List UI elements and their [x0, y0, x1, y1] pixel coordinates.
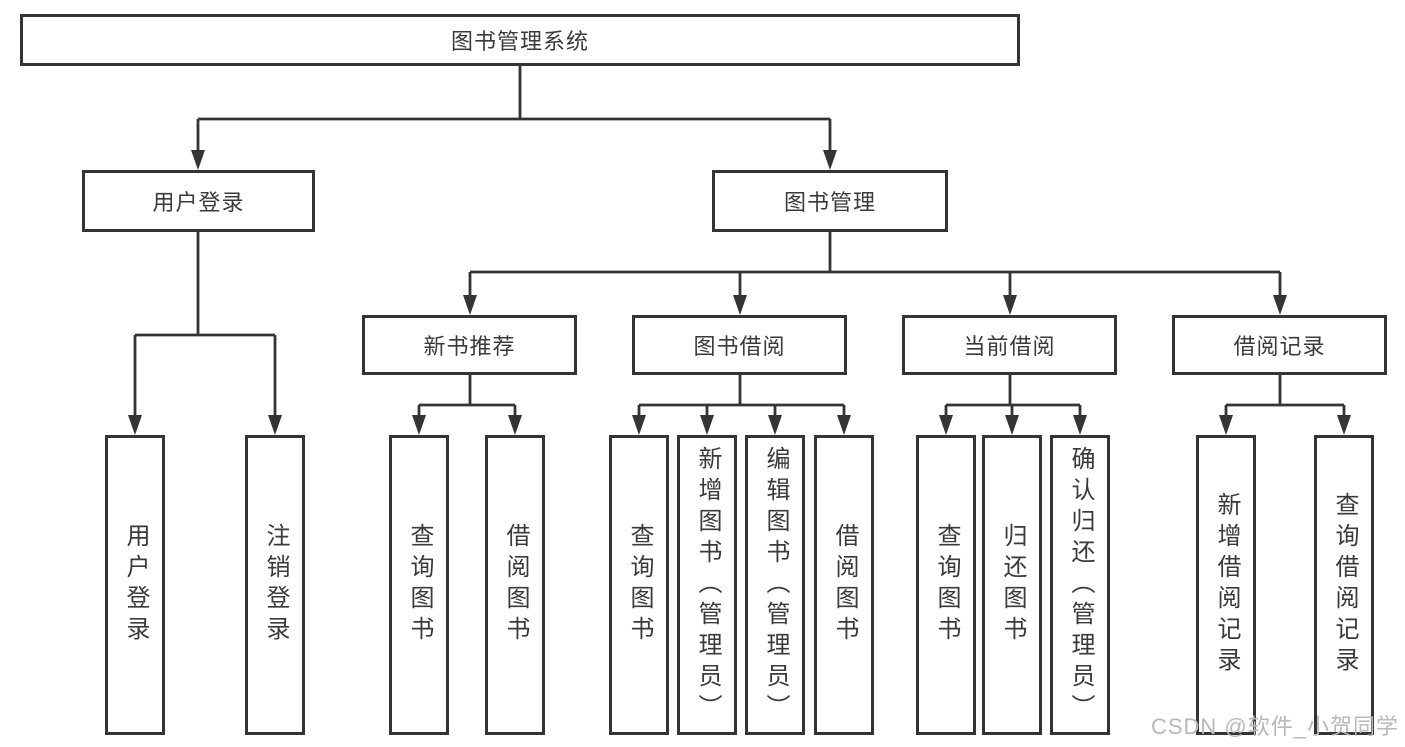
arrowhead-cb-confirm: [1073, 415, 1087, 435]
node-book-management: 图书管理: [712, 170, 948, 232]
arrowhead-user-login: [191, 150, 205, 170]
leaf-borrow-books-1: 借阅图书: [485, 435, 545, 735]
arrowhead-bb-add: [700, 415, 714, 435]
arrowhead-bb-edit: [768, 415, 782, 435]
root-node-library-system: 图书管理系统: [20, 14, 1020, 66]
node-user-login: 用户登录: [82, 170, 315, 232]
leaf-query-books-1: 查询图书: [389, 435, 449, 735]
arrowhead-cb-return: [1005, 415, 1019, 435]
arrowhead-leaf-login: [128, 415, 142, 435]
leaf-return-books: 归还图书: [982, 435, 1042, 735]
arrowhead-leaf-logout: [268, 415, 282, 435]
arrowhead-newbook: [463, 295, 477, 315]
leaf-add-borrow-record: 新增借阅记录: [1196, 435, 1256, 735]
node-book-borrow: 图书借阅: [632, 315, 847, 375]
leaf-borrow-books-2: 借阅图书: [814, 435, 874, 735]
leaf-add-books-admin: 新增图书（管理员）: [677, 435, 737, 735]
leaf-logout: 注销登录: [245, 435, 305, 735]
leaf-query-books-3: 查询图书: [916, 435, 976, 735]
arrowhead-nb-query: [412, 415, 426, 435]
node-current-borrow: 当前借阅: [902, 315, 1117, 375]
leaf-edit-books-admin: 编辑图书（管理员）: [745, 435, 805, 735]
arrowhead-bb-query: [632, 415, 646, 435]
arrowhead-current: [1003, 295, 1017, 315]
arrowhead-br-add: [1219, 415, 1233, 435]
arrowhead-records: [1273, 295, 1287, 315]
arrowhead-book-management: [823, 150, 837, 170]
arrowhead-borrow: [733, 295, 747, 315]
leaf-user-login: 用户登录: [105, 435, 165, 735]
node-new-book-recommend: 新书推荐: [362, 315, 577, 375]
leaf-confirm-return-admin: 确认归还（管理员）: [1050, 435, 1110, 735]
arrowhead-cb-query: [939, 415, 953, 435]
arrowhead-br-query: [1337, 415, 1351, 435]
leaf-query-books-2: 查询图书: [609, 435, 669, 735]
csdn-watermark: CSDN @软件_小贺同学: [1150, 714, 1399, 739]
arrowhead-bb-borrow: [837, 415, 851, 435]
node-borrow-records: 借阅记录: [1172, 315, 1387, 375]
arrowhead-nb-borrow: [508, 415, 522, 435]
leaf-query-borrow-record: 查询借阅记录: [1314, 435, 1374, 735]
